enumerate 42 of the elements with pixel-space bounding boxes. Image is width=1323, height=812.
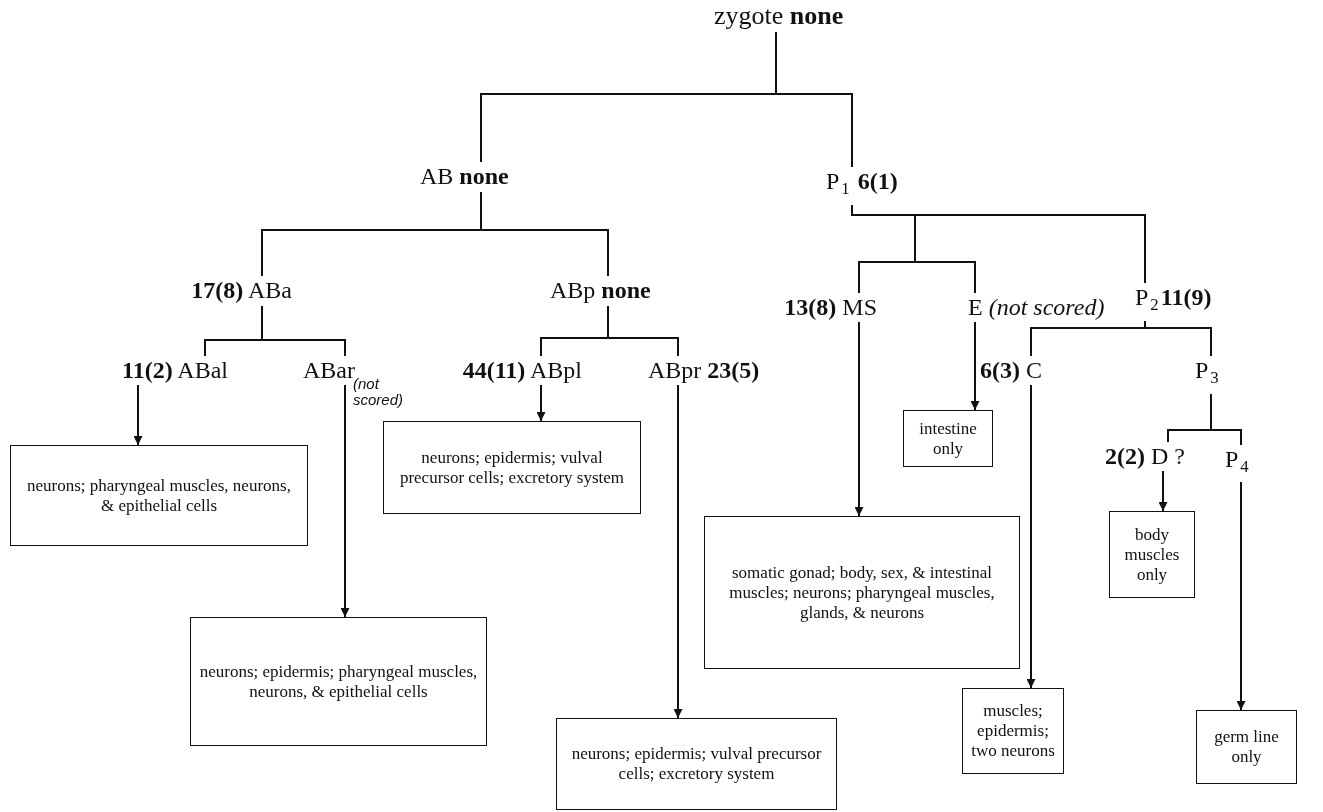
fate-box: neurons; pharyngeal muscles, neurons, & epithelial cells [10,445,308,546]
lineage-line [1210,393,1242,446]
lineage-line [480,191,609,277]
cell-label: 11(2) ABal [122,356,228,384]
cell-label: 6(3) C [980,356,1042,384]
cell-label: P$_{1}$ 6(1) [826,167,898,204]
fate-box: neurons; epidermis; vulval precursor cells; excretory system [383,421,641,514]
cell-label: ABp none [550,276,651,304]
fate-box: somatic gonad; body, sex, & intestinal muscles; neurons; pharyngeal muscles, glands, & neurons [704,516,1020,669]
cell-label: zygote none [714,2,844,30]
arrow [673,384,683,719]
lineage-line [775,31,853,168]
cell-label: AB none [420,162,509,190]
lineage-line [607,305,679,357]
cell-label: ABar [303,356,355,384]
cell-label: 13(8) MS [784,293,877,321]
fate-box: germ line only [1196,710,1297,784]
cell-label: 2(2) D ? [1105,442,1185,470]
lineage-line [261,305,346,357]
cell-label: P$_{4}$ [1225,445,1251,482]
fate-box: body muscles only [1109,511,1195,598]
note-text: (not scored) [353,376,405,408]
arrow [536,384,546,422]
cell-label: ABpr 23(5) [648,356,760,384]
arrow [340,384,350,618]
cell-label: E (not scored) [968,293,1105,321]
arrow [133,384,143,446]
arrow [1236,481,1246,711]
arrow [854,321,864,517]
fate-box: muscles; epidermis; two neurons [962,688,1064,774]
arrow [1158,470,1168,512]
arrow [970,321,980,411]
fate-box: neurons; epidermis; vulval precursor cells; excretory system [556,718,837,810]
cell-label: 17(8) ABa [191,276,292,304]
lineage-line [1144,320,1212,357]
arrow [1026,384,1036,689]
fate-box: intestine only [903,410,993,467]
fate-box: neurons; epidermis; pharyngeal muscles, neurons, & epithelial cells [190,617,487,746]
cell-label: P$_{3}$ [1195,356,1221,393]
cell-label: 44(11) ABpl [462,356,582,384]
cell-label: P$_{2}$11(9) [1135,283,1212,320]
lineage-line [851,204,1146,284]
